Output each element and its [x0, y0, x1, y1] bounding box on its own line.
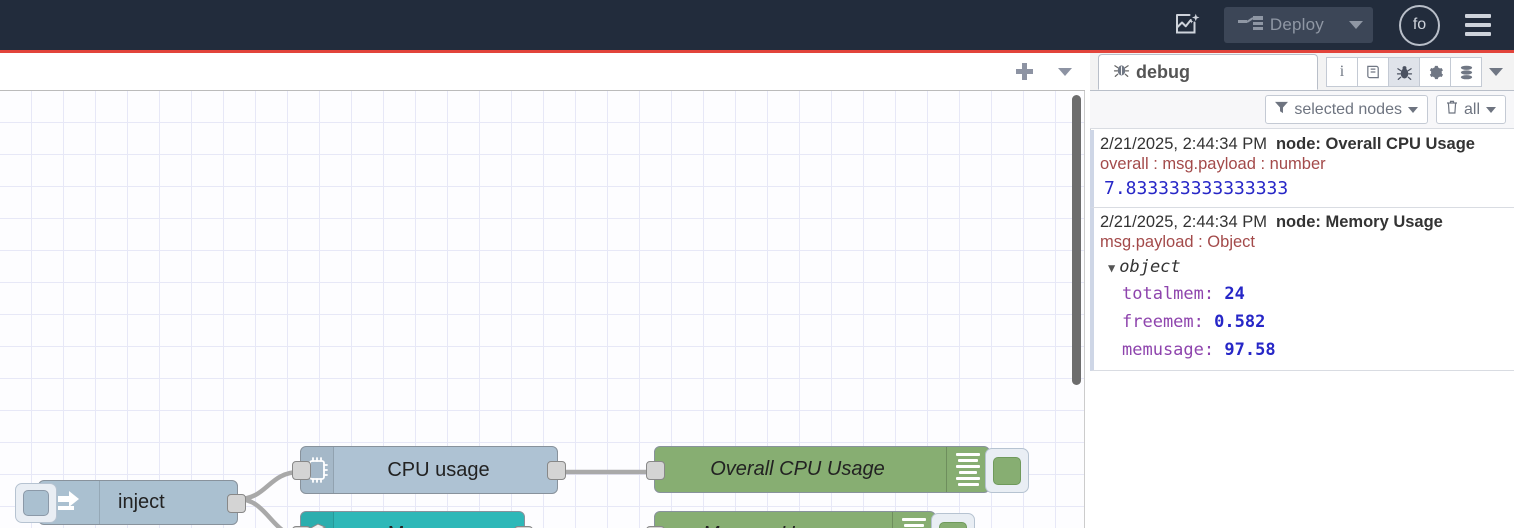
tab-debug-label: debug [1136, 61, 1190, 82]
property-key: memusage [1122, 340, 1204, 360]
debug-object-property: totalmem: 24 [1122, 284, 1245, 304]
avatar-initials: fo [1412, 16, 1427, 33]
node-output-port[interactable] [227, 493, 246, 513]
clear-label: all [1463, 100, 1480, 118]
node-input-port[interactable] [292, 461, 311, 480]
debug-lines-icon [946, 447, 989, 492]
trash-icon [1446, 100, 1458, 119]
deploy-label: Deploy [1269, 15, 1324, 34]
debug-message-list[interactable]: 2/21/2025, 2:44:34 PM node: Overall CPU U… [1090, 130, 1514, 528]
debug-node-prefix: node: [1275, 135, 1321, 153]
app-header: Deploy fo [0, 0, 1514, 50]
flow-node-label: CPU usage [387, 458, 490, 481]
debug-toggle-button[interactable] [931, 513, 975, 528]
workspace: inject CPU usage [0, 53, 1085, 528]
flow-node-label: Overall CPU Usage [710, 458, 885, 480]
debug-object-toggle[interactable]: ▼object [1100, 254, 1514, 280]
debug-message-topic: overall : msg.payload : number [1100, 155, 1326, 173]
flow-node-cpu-usage[interactable]: CPU usage [292, 446, 566, 494]
debug-node-prefix: node: [1275, 213, 1321, 231]
flow-tab-bar [0, 53, 1085, 91]
debug-message[interactable]: 2/21/2025, 2:44:34 PM node: Overall CPU U… [1090, 130, 1514, 208]
bug-icon[interactable] [1389, 57, 1420, 87]
property-key: totalmem [1122, 284, 1204, 304]
flow-canvas[interactable]: inject CPU usage [0, 91, 1085, 528]
help-book-icon[interactable] [1358, 57, 1389, 87]
plus-icon[interactable] [1003, 53, 1045, 90]
gear-icon[interactable] [1420, 57, 1451, 87]
property-value: 24 [1224, 284, 1245, 304]
sidebar-icon-group: i [1326, 57, 1514, 90]
flow-node-label: inject [118, 491, 165, 513]
chevron-down-icon[interactable] [1045, 53, 1085, 90]
arrow-right-icon [39, 481, 100, 524]
canvas-scrollbar[interactable] [1072, 95, 1081, 385]
sidebar-tab-bar: debug i [1090, 53, 1514, 91]
caret-down-icon: ▼ [1108, 261, 1116, 275]
flow-node-debug-overall-cpu[interactable]: Overall CPU Usage [646, 446, 1029, 493]
debug-message-header: 2/21/2025, 2:44:34 PM node: Overall CPU U… [1100, 132, 1514, 155]
avatar[interactable]: fo [1399, 4, 1440, 46]
debug-object-label: object [1119, 257, 1181, 277]
info-icon[interactable]: i [1326, 57, 1358, 87]
node-output-port[interactable] [547, 461, 566, 480]
chevron-down-icon[interactable] [1339, 7, 1373, 43]
debug-timestamp: 2/21/2025, 2:44:34 PM [1100, 135, 1267, 153]
filter-selected-nodes-dropdown[interactable]: selected nodes [1265, 95, 1428, 124]
debug-node-name: Overall CPU Usage [1325, 135, 1475, 153]
debug-node-name: Memory Usage [1325, 213, 1443, 231]
property-value: 97.58 [1224, 340, 1276, 360]
debug-message-topic: msg.payload : Object [1100, 233, 1255, 251]
debug-object-property: memusage: 97.58 [1122, 340, 1276, 360]
sidebar: debug i [1090, 53, 1514, 528]
deploy-node-icon [1224, 16, 1270, 34]
context-data-icon[interactable] [1451, 57, 1482, 87]
property-key: freemem [1122, 312, 1194, 332]
property-value: 0.582 [1214, 312, 1266, 332]
flow-node-memory[interactable]: Memory [292, 511, 533, 528]
tab-debug[interactable]: debug [1098, 54, 1318, 90]
deploy-button[interactable]: Deploy [1223, 7, 1373, 43]
debug-filter-bar: selected nodes all [1090, 91, 1514, 129]
debug-message-value: 7.833333333333333 [1104, 178, 1289, 199]
clear-all-dropdown[interactable]: all [1435, 95, 1506, 124]
flow-sparkle-icon[interactable] [1164, 5, 1210, 45]
deploy-divider [1338, 7, 1339, 43]
canvas-right-edge [1084, 91, 1085, 528]
hamburger-menu-icon[interactable] [1458, 5, 1498, 45]
flow-node-inject[interactable]: inject [15, 480, 246, 525]
debug-message-header: 2/21/2025, 2:44:34 PM node: Memory Usage [1100, 210, 1514, 233]
header-accent-line [0, 50, 1514, 53]
filter-label: selected nodes [1294, 100, 1402, 118]
debug-object-property: freemem: 0.582 [1122, 312, 1266, 332]
flow-node-label: Memory Usage [655, 523, 892, 528]
debug-timestamp: 2/21/2025, 2:44:34 PM [1100, 213, 1267, 231]
bug-icon [1113, 61, 1130, 83]
flow-node-debug-memory-usage[interactable]: Memory Usage [646, 511, 975, 528]
debug-lines-icon [892, 512, 935, 528]
funnel-icon [1275, 101, 1289, 119]
debug-toggle-button[interactable] [985, 448, 1029, 493]
server-box-icon [301, 512, 334, 528]
chevron-down-icon[interactable] [1482, 58, 1510, 86]
node-input-port[interactable] [646, 460, 665, 480]
inject-trigger-button[interactable] [15, 483, 57, 523]
flow-node-label: Memory [324, 523, 524, 528]
